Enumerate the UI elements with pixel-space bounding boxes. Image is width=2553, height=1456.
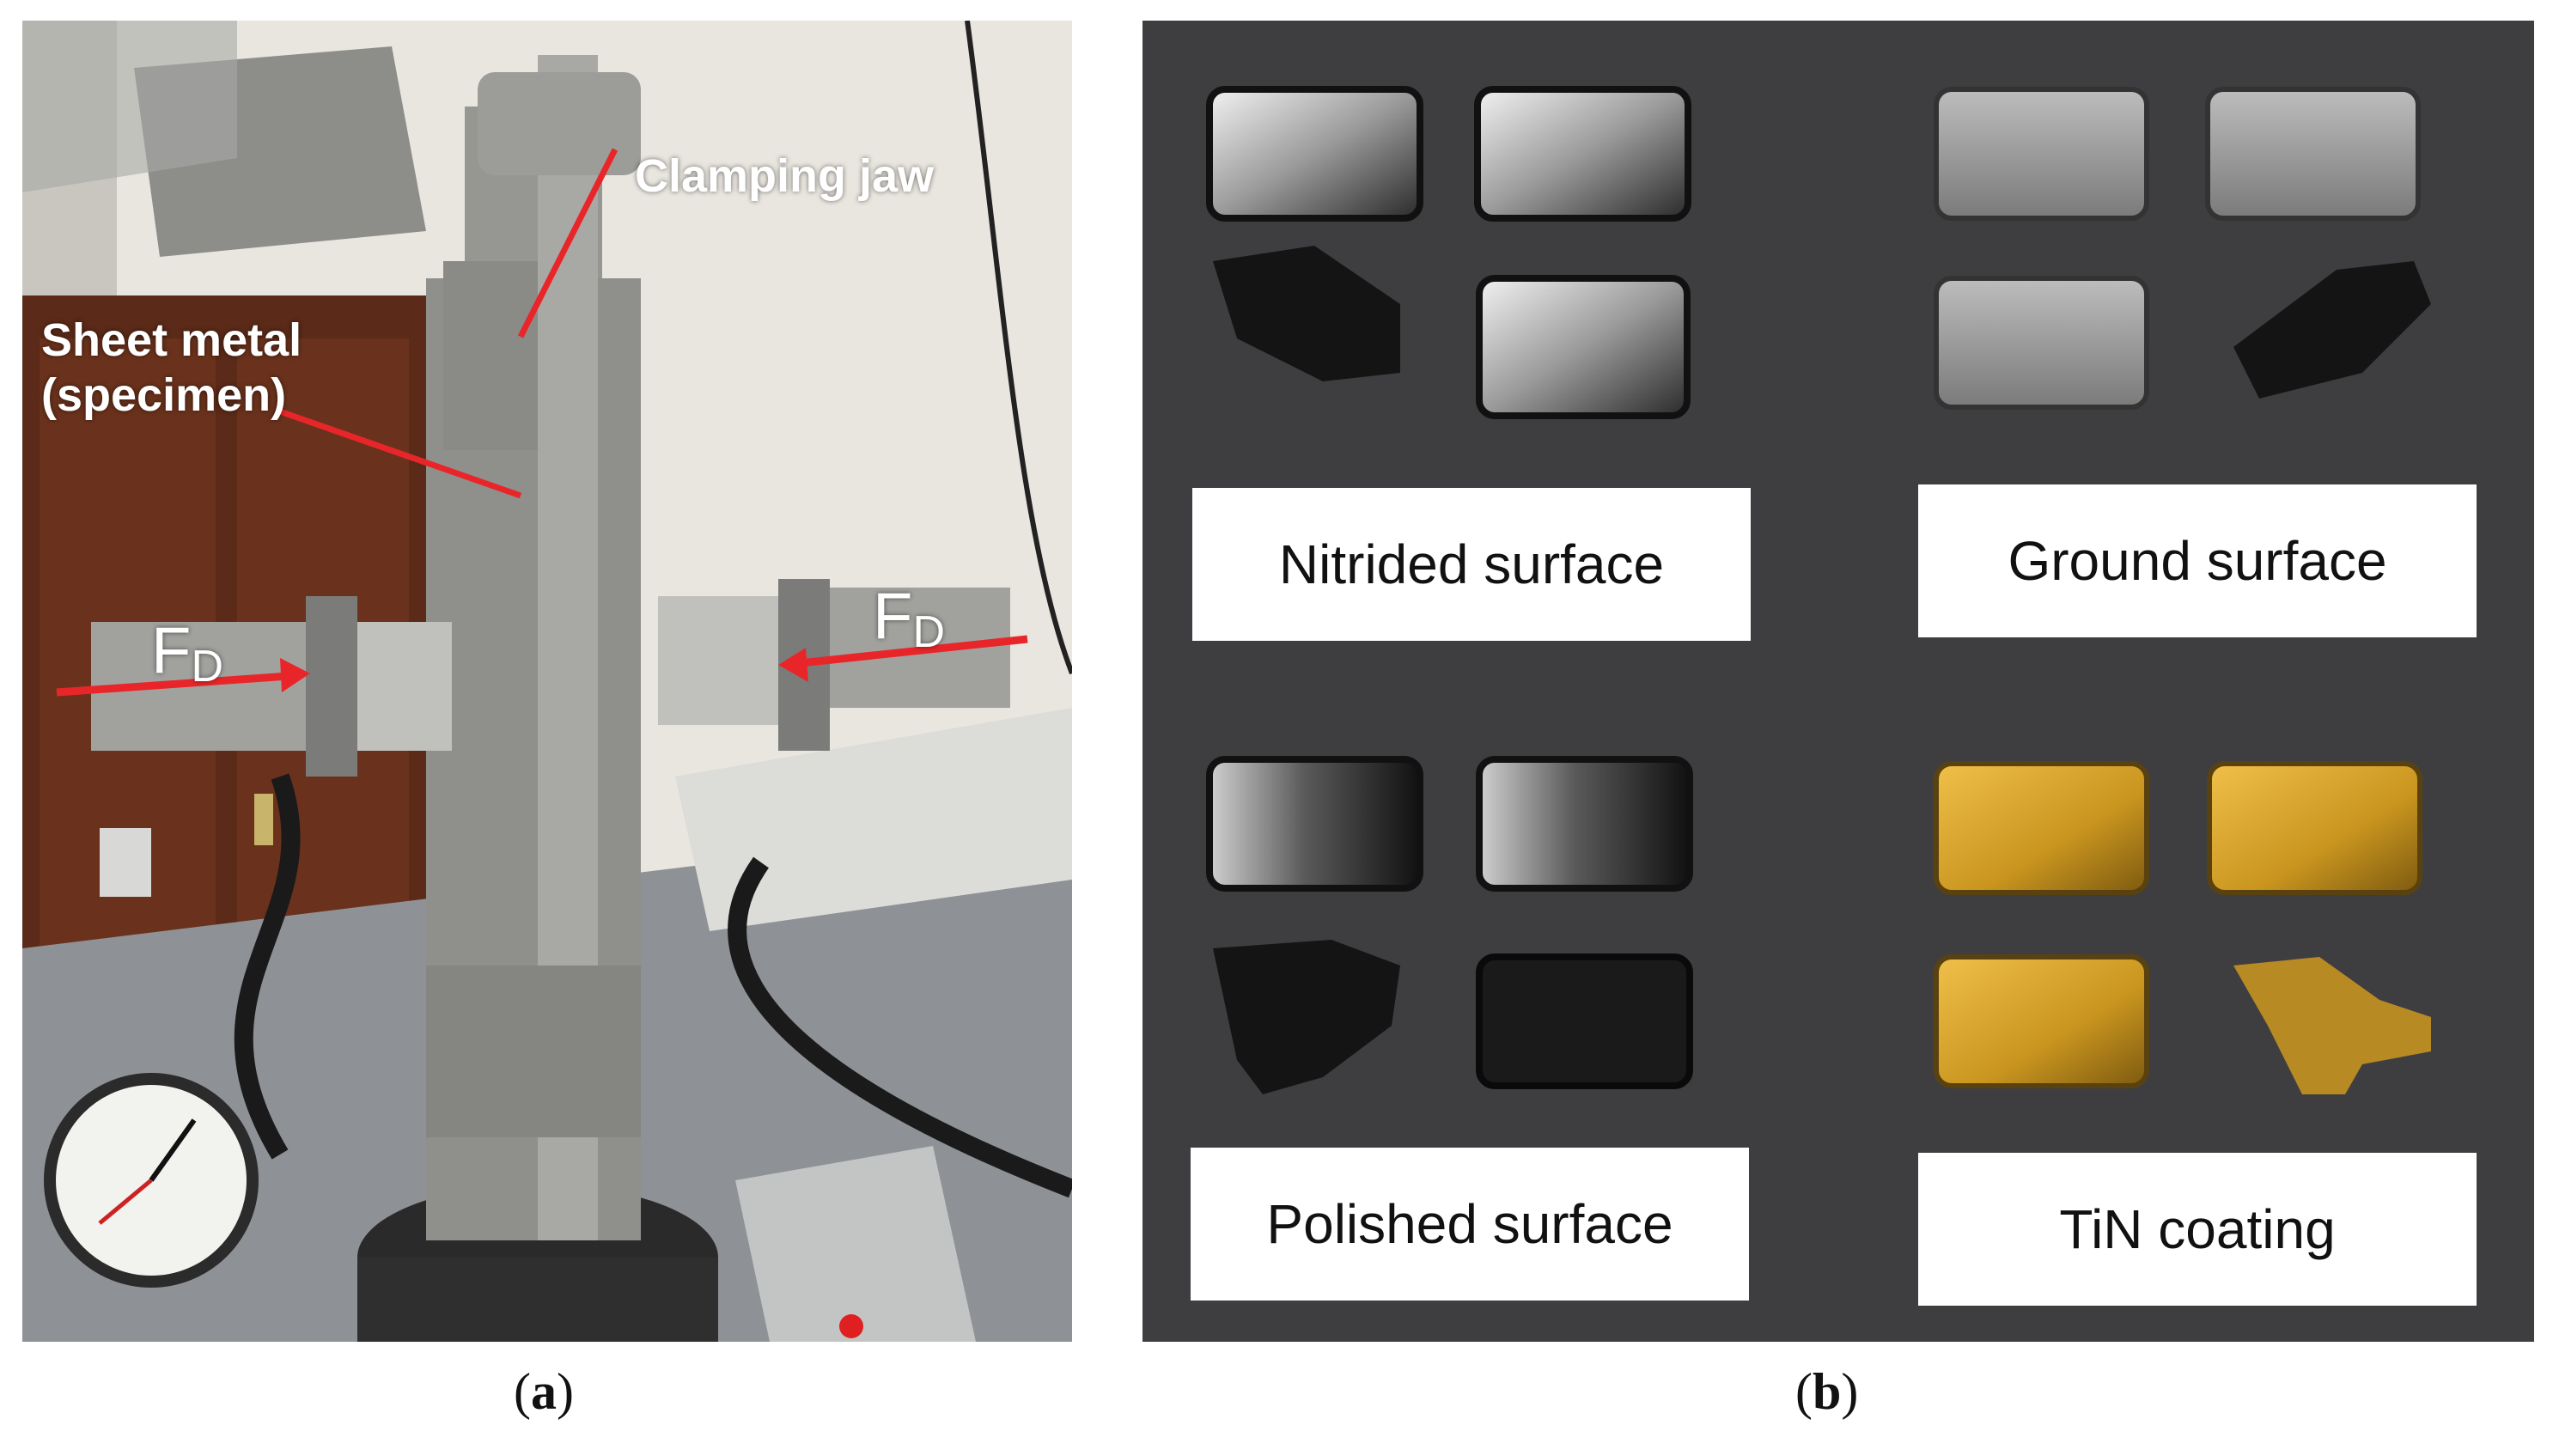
- force-label-left: FD: [151, 613, 223, 692]
- force-symbol-right: F: [873, 580, 913, 653]
- sheet-metal-label: Sheet metal (specimen): [41, 313, 302, 423]
- ground-surface-label: Ground surface: [1918, 484, 2477, 637]
- clamping-jaw-label: Clamping jaw: [635, 150, 935, 202]
- sheet-metal-label-line1: Sheet metal: [41, 314, 302, 366]
- sheet-metal-label-line2: (specimen): [41, 369, 287, 421]
- tin-coating-label: TiN coating: [1918, 1153, 2477, 1306]
- polished-surface-label: Polished surface: [1191, 1148, 1749, 1301]
- force-subscript-right: D: [912, 607, 945, 657]
- caption-a-letter: a: [530, 1363, 557, 1420]
- caption-b-letter: b: [1812, 1363, 1842, 1420]
- force-symbol-left: F: [151, 614, 192, 687]
- tool-samples-photo: Nitrided surface Ground surface Polished…: [1142, 21, 2534, 1342]
- force-subscript-left: D: [191, 642, 223, 691]
- caption-a: (a): [514, 1363, 574, 1420]
- caption-b: (b): [1795, 1363, 1859, 1420]
- force-label-right: FD: [873, 579, 945, 658]
- test-rig-illustration: [22, 21, 1072, 1342]
- nitrided-surface-label: Nitrided surface: [1192, 488, 1751, 641]
- test-rig-photo: Clamping jaw Sheet metal (specimen) FD F…: [22, 21, 1072, 1342]
- tool-samples-illustration: [1142, 21, 2534, 1342]
